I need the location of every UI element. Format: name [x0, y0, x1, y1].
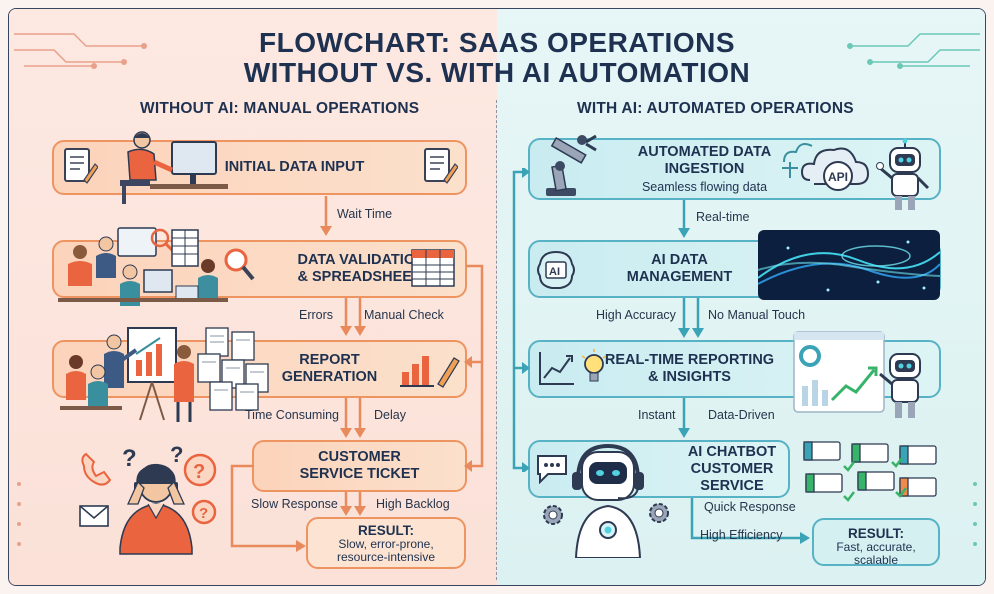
stressed-agent-icon: ? ? ? ? — [79, 442, 217, 555]
connector-label: Real-time — [696, 210, 750, 224]
step-label: AI DATA — [651, 252, 708, 268]
arrow-connector — [678, 200, 690, 238]
worker-at-computer-icon — [120, 131, 228, 204]
connector-label: Quick Response — [704, 500, 796, 514]
step-label: & INSIGHTS — [648, 369, 731, 385]
robot-arm-icon — [546, 134, 597, 196]
connector-label: Errors — [299, 308, 334, 322]
step-label: CUSTOMER SERVICE — [690, 460, 774, 494]
connector-label: High Accuracy — [596, 308, 676, 322]
document-pencil-icon — [424, 148, 458, 184]
feedback-loop-arrow — [512, 168, 530, 472]
arrow-connector — [320, 196, 332, 236]
center-divider — [496, 100, 497, 580]
presentation-team-icon — [60, 327, 194, 422]
step-automated-data-ingestion: AUTOMATED DATA INGESTION Seamless flowin… — [528, 138, 941, 200]
step-text-group: REAL-TIME REPORTING & INSIGHTS — [605, 352, 774, 386]
connector-label: Time Consuming — [245, 408, 340, 422]
step-label: DATA VALIDATION & SPREADSHEETS — [297, 252, 431, 285]
magnifier-icon — [224, 248, 255, 281]
result-line: Fast, accurate, scalable — [836, 540, 916, 567]
step-label: INGESTION — [664, 161, 745, 177]
circuit-decoration-left-icon — [14, 33, 147, 69]
connector-label: High Efficiency — [700, 528, 783, 542]
arrow-connector — [340, 398, 352, 438]
document-pencil-icon — [64, 148, 98, 184]
feedback-loop-arrow — [464, 264, 484, 472]
svg-text:?: ? — [193, 461, 205, 483]
paper-stack-icon — [197, 327, 269, 411]
right-column-heading: WITH AI: AUTOMATED OPERATIONS — [577, 100, 854, 117]
cloud-api-icon: API — [782, 143, 870, 191]
dots-decoration-icon — [973, 482, 977, 546]
feedback-loop-arrow — [230, 464, 306, 552]
connector-label: Wait Time — [337, 207, 393, 221]
result-heading: RESULT: — [848, 526, 904, 541]
result-heading: RESULT: — [358, 523, 414, 538]
step-customer-service-ticket: CUSTOMER SERVICE TICKET — [252, 440, 467, 492]
dashboard-chart-icon — [793, 331, 885, 413]
step-text-group: AI DATA MANAGEMENT — [627, 252, 733, 286]
gear-icon — [543, 505, 563, 525]
step-label: MANAGEMENT — [626, 269, 733, 285]
arrow-connector — [340, 298, 352, 336]
step-label: REAL-TIME REPORTING — [604, 352, 775, 368]
robot-pointing-icon — [879, 353, 921, 418]
connector-label: Data-Driven — [708, 408, 775, 422]
data-stream-icon — [758, 230, 940, 300]
arrow-connector — [354, 298, 366, 336]
robot-headset-icon — [572, 443, 644, 558]
dots-decoration-icon — [17, 482, 21, 546]
lightbulb-icon — [581, 349, 607, 382]
result-line: Slow, error-prone, — [338, 537, 434, 551]
spreadsheet-icon — [411, 249, 455, 287]
team-working-icon — [58, 227, 228, 306]
left-result-box: RESULT: Slow, error-prone, resource-inte… — [306, 517, 466, 569]
gear-icon — [649, 503, 669, 523]
trend-line-icon — [539, 352, 574, 385]
step-label: CUSTOMER SERVICE TICKET — [299, 449, 420, 482]
connector-label: Manual Check — [364, 308, 444, 322]
step-text-group: AI CHATBOT CUSTOMER SERVICE — [676, 444, 788, 495]
svg-text:?: ? — [170, 442, 183, 467]
arrow-connector — [340, 492, 352, 516]
svg-text:?: ? — [199, 505, 208, 522]
arrow-connector — [678, 398, 690, 438]
left-column-heading: WITHOUT AI: MANUAL OPERATIONS — [140, 100, 420, 117]
step-text-group: AUTOMATED DATA INGESTION Seamless flowin… — [638, 144, 771, 194]
page-title-line2: WITHOUT VS. WITH AI AUTOMATION — [243, 57, 751, 88]
ticket-cards-icon — [803, 441, 937, 502]
svg-text:?: ? — [122, 445, 137, 472]
ai-brain-icon: AI — [537, 250, 575, 289]
arrow-connector — [690, 498, 810, 544]
page-title-line1: FLOWCHART: SAAS OPERATIONS — [258, 27, 736, 58]
bar-chart-pencil-icon — [400, 356, 460, 388]
arrow-connector — [354, 492, 366, 516]
chat-bubble-icon — [537, 455, 567, 484]
circuit-decoration-right-icon — [847, 33, 980, 69]
arrow-connector — [692, 298, 704, 338]
arrow-connector — [678, 298, 690, 338]
step-label: AI CHATBOT — [687, 443, 777, 460]
right-result-box: RESULT: Fast, accurate, scalable — [812, 518, 940, 567]
ai-icon-label: AI — [549, 266, 560, 278]
step-sublabel: Seamless flowing data — [641, 180, 768, 194]
connector-label: Delay — [374, 408, 406, 422]
step-label: INITIAL DATA INPUT — [224, 159, 365, 175]
connector-label: High Backlog — [376, 497, 450, 511]
step-label: AUTOMATED DATA — [637, 144, 772, 160]
result-line: resource-intensive — [336, 550, 436, 564]
robot-waving-icon — [876, 138, 930, 210]
api-icon-label: API — [828, 170, 848, 184]
connector-label: No Manual Touch — [708, 308, 806, 322]
arrow-connector — [354, 398, 366, 438]
step-label: REPORT GENERATION — [281, 352, 378, 385]
connector-label: Instant — [638, 408, 676, 422]
step-ai-chatbot: AI CHATBOT CUSTOMER SERVICE — [528, 440, 790, 498]
connector-label: Slow Response — [251, 497, 338, 511]
